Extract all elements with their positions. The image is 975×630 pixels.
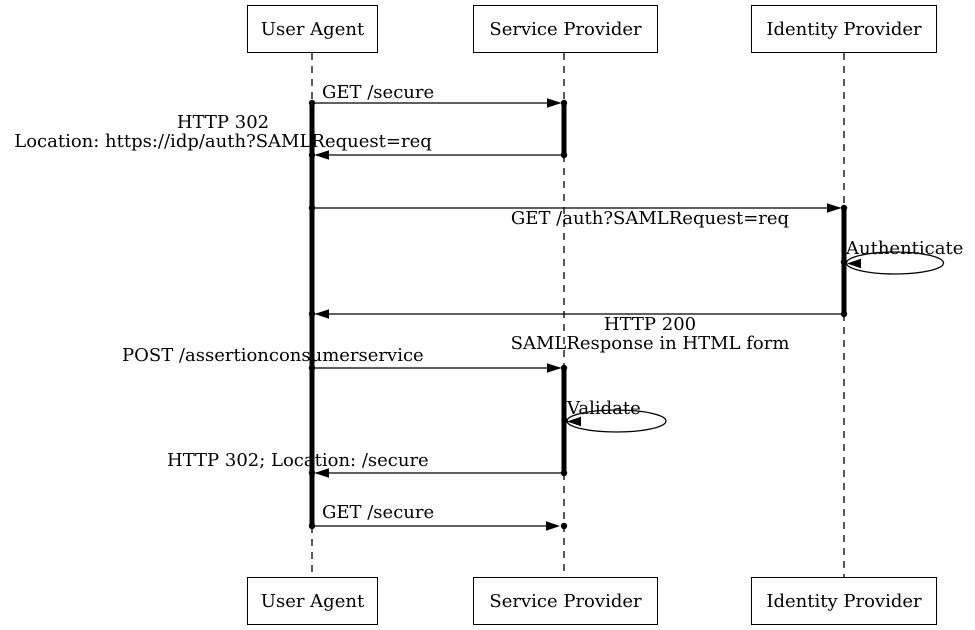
- actor-box-identity-provider-bottom: Identity Provider: [751, 577, 937, 625]
- message-label-get-secure-1: GET /secure: [322, 82, 435, 103]
- message-label-http-200-samlresponse: HTTP 200 SAMLResponse in HTML form: [470, 315, 830, 353]
- actor-box-identity-provider-top: Identity Provider: [751, 5, 937, 53]
- actor-label: User Agent: [260, 18, 365, 40]
- message-label-post-assertionconsumerservice: POST /assertionconsumerservice: [122, 345, 424, 366]
- arrowhead-9: [546, 521, 560, 531]
- activation-service-provider-1: [561, 103, 567, 155]
- actor-label: Service Provider: [489, 590, 642, 612]
- message-label-http-302-redirect: HTTP 302 Location: https://idp/auth?SAML…: [3, 113, 443, 151]
- actor-label: Service Provider: [489, 18, 642, 40]
- arrowhead-3: [827, 203, 842, 213]
- arrowhead-6: [547, 363, 562, 373]
- actor-box-user-agent-top: User Agent: [247, 5, 378, 53]
- message-label-http-302-location-secure: HTTP 302; Location: /secure: [167, 450, 429, 471]
- actor-box-service-provider-top: Service Provider: [473, 5, 658, 53]
- message-label-get-auth-samlrequest: GET /auth?SAMLRequest=req: [510, 208, 790, 229]
- actor-label: Identity Provider: [766, 18, 922, 40]
- arrowhead-4: [847, 258, 861, 269]
- actor-label: User Agent: [260, 590, 365, 612]
- actor-box-user-agent-bottom: User Agent: [247, 577, 378, 625]
- arrowhead-7: [567, 416, 581, 427]
- arrowhead-1: [547, 98, 562, 108]
- message-label-line2: Location: https://idp/auth?SAMLRequest=r…: [14, 131, 432, 152]
- message-label-get-secure-2: GET /secure: [322, 502, 435, 523]
- message-label-authenticate: Authenticate: [846, 238, 964, 259]
- actor-box-service-provider-bottom: Service Provider: [473, 577, 658, 625]
- arrowhead-5: [314, 309, 329, 319]
- message-label-line1: HTTP 200: [603, 314, 697, 335]
- message-label-validate: Validate: [567, 398, 641, 419]
- message-label-line1: HTTP 302: [176, 112, 270, 133]
- message-label-line2: SAMLResponse in HTML form: [510, 333, 790, 354]
- actor-label: Identity Provider: [766, 590, 922, 612]
- arrowhead-8: [314, 468, 329, 478]
- arrowhead-2: [314, 150, 329, 160]
